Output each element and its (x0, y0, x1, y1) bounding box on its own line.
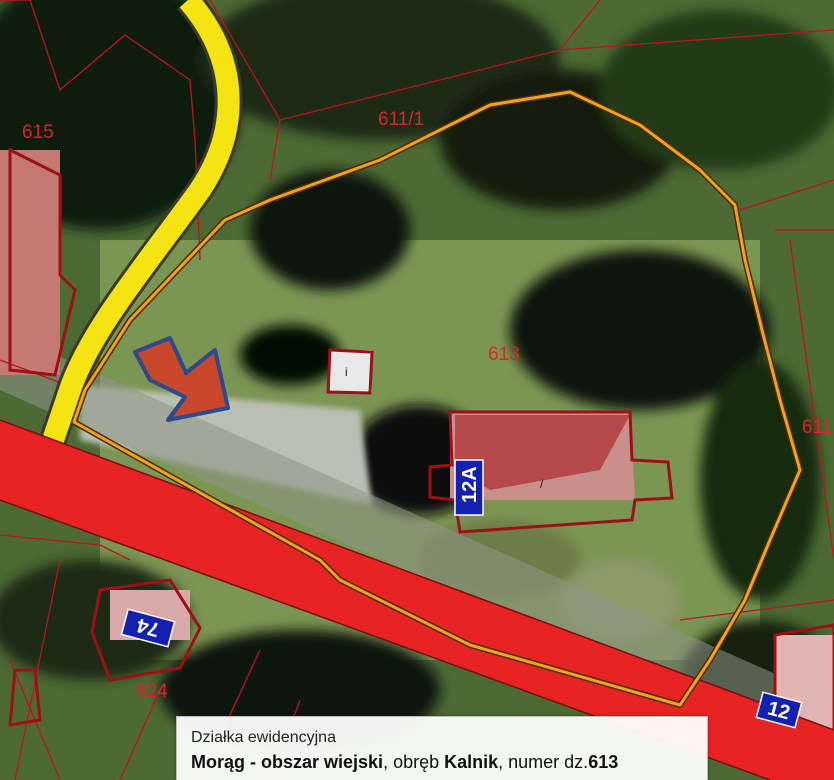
svg-text:12A: 12A (459, 466, 481, 503)
address-plate-12a[interactable]: 12A (454, 459, 484, 516)
parcel-label-624: 624 (136, 681, 168, 702)
parcel-info-panel: Działka ewidencyjna Morąg - obszar wiejs… (176, 716, 708, 780)
info-panel-title: Działka ewidencyjna (191, 729, 336, 746)
address-plate-74[interactable]: 74 (120, 608, 176, 648)
side-road-fill (37, 0, 240, 459)
municipality-name: Morąg - obszar wiejski (191, 752, 384, 772)
address-plate-12[interactable]: 12 (755, 691, 803, 729)
shed-mark: i (345, 365, 348, 379)
highlight-arrow (133, 336, 230, 422)
separator-precinct: , obręb (383, 752, 445, 772)
parcel-label-611-1: 611/1 (378, 109, 424, 130)
separator-number: , numer dz. (498, 752, 589, 772)
precinct-name: Kalnik (444, 752, 499, 772)
parcel-label-611: 611 (802, 417, 832, 438)
parcel-number: 613 (588, 752, 619, 772)
house-mark: / (540, 477, 544, 491)
parcel-description: Morąg - obszar wiejski, obręb Kalnik, nu… (191, 752, 693, 773)
parcel-label-613: 613 (488, 344, 520, 365)
selected-parcel-outline (71, 89, 803, 708)
parcel-label-615: 615 (22, 122, 54, 143)
